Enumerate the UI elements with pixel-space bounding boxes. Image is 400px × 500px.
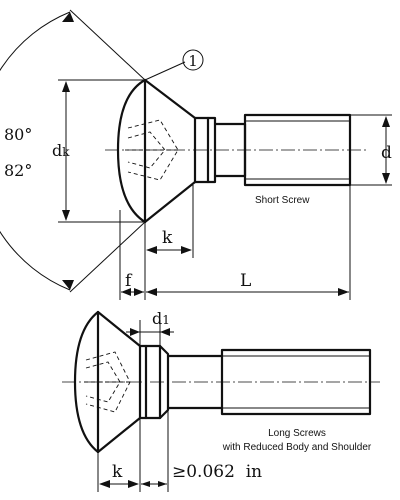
top-head-cone bbox=[143, 78, 197, 224]
angle-arc bbox=[0, 11, 71, 291]
d-label: d bbox=[381, 143, 392, 163]
f-arrow-right bbox=[134, 288, 144, 296]
d1-label-main: d bbox=[152, 309, 162, 328]
short-screw-caption: Short Screw bbox=[255, 195, 310, 206]
L-label: L bbox=[240, 271, 251, 291]
d-arrow-top bbox=[382, 116, 390, 127]
shoulder-length-label: ≥0.062 in bbox=[172, 462, 262, 482]
dk-label: dk bbox=[52, 141, 70, 160]
d1-label: d1 bbox=[152, 309, 170, 328]
f-label: f bbox=[125, 271, 133, 291]
d-arrow-bottom bbox=[382, 173, 390, 184]
long-screw-caption-1: Long Screws bbox=[268, 428, 326, 439]
top-neck bbox=[193, 116, 217, 184]
bottom-k-label: k bbox=[112, 462, 123, 482]
angle-line-upper bbox=[69, 9, 146, 81]
callout-circle bbox=[182, 49, 204, 71]
angle-line-lower bbox=[69, 221, 146, 293]
bottom-head-cone bbox=[96, 310, 142, 454]
k-label: k bbox=[162, 228, 173, 248]
bottom-reduced-body bbox=[166, 354, 224, 410]
d1-arrow-left bbox=[130, 328, 140, 336]
k-arrow-right bbox=[181, 246, 192, 254]
dk-arrow-top bbox=[62, 81, 70, 92]
angle-arrow-bottom bbox=[62, 280, 74, 290]
dk-label-sub: k bbox=[62, 145, 70, 159]
bottom-neck bbox=[138, 344, 162, 420]
long-screw-view: d1 Long Screws with Reduced Body and Sho… bbox=[62, 309, 380, 492]
dk-arrow-bottom bbox=[62, 210, 70, 221]
k-arrow-left bbox=[146, 246, 157, 254]
top-hidden-recess bbox=[127, 119, 179, 181]
long-screw-caption-2: with Reduced Body and Shoulder bbox=[222, 442, 372, 453]
bottom-thread-body bbox=[220, 348, 372, 416]
shoulder-arrow-right bbox=[158, 481, 167, 487]
top-head-dome bbox=[116, 78, 147, 224]
L-arrow-left bbox=[146, 288, 157, 296]
bottom-shoulder bbox=[158, 344, 170, 420]
shoulder-arrow-left bbox=[141, 481, 150, 487]
bk-arrow-left bbox=[99, 480, 110, 488]
callout-number: 1 bbox=[188, 52, 198, 70]
bk-arrow-right bbox=[128, 480, 139, 488]
d1-arrow-right bbox=[160, 328, 170, 336]
angle-arrow-top bbox=[62, 12, 74, 22]
short-screw-view: 1 80° 82° dk d Short Screw k bbox=[0, 9, 392, 300]
angle-min-label: 82° bbox=[4, 161, 32, 180]
d1-label-sub: 1 bbox=[162, 313, 170, 327]
dk-label-main: d bbox=[52, 141, 62, 160]
callout-leader bbox=[144, 61, 186, 81]
angle-max-label: 80° bbox=[4, 125, 32, 144]
f-arrow-left bbox=[121, 288, 131, 296]
bottom-head-dome bbox=[73, 310, 100, 454]
L-arrow-right bbox=[338, 288, 349, 296]
